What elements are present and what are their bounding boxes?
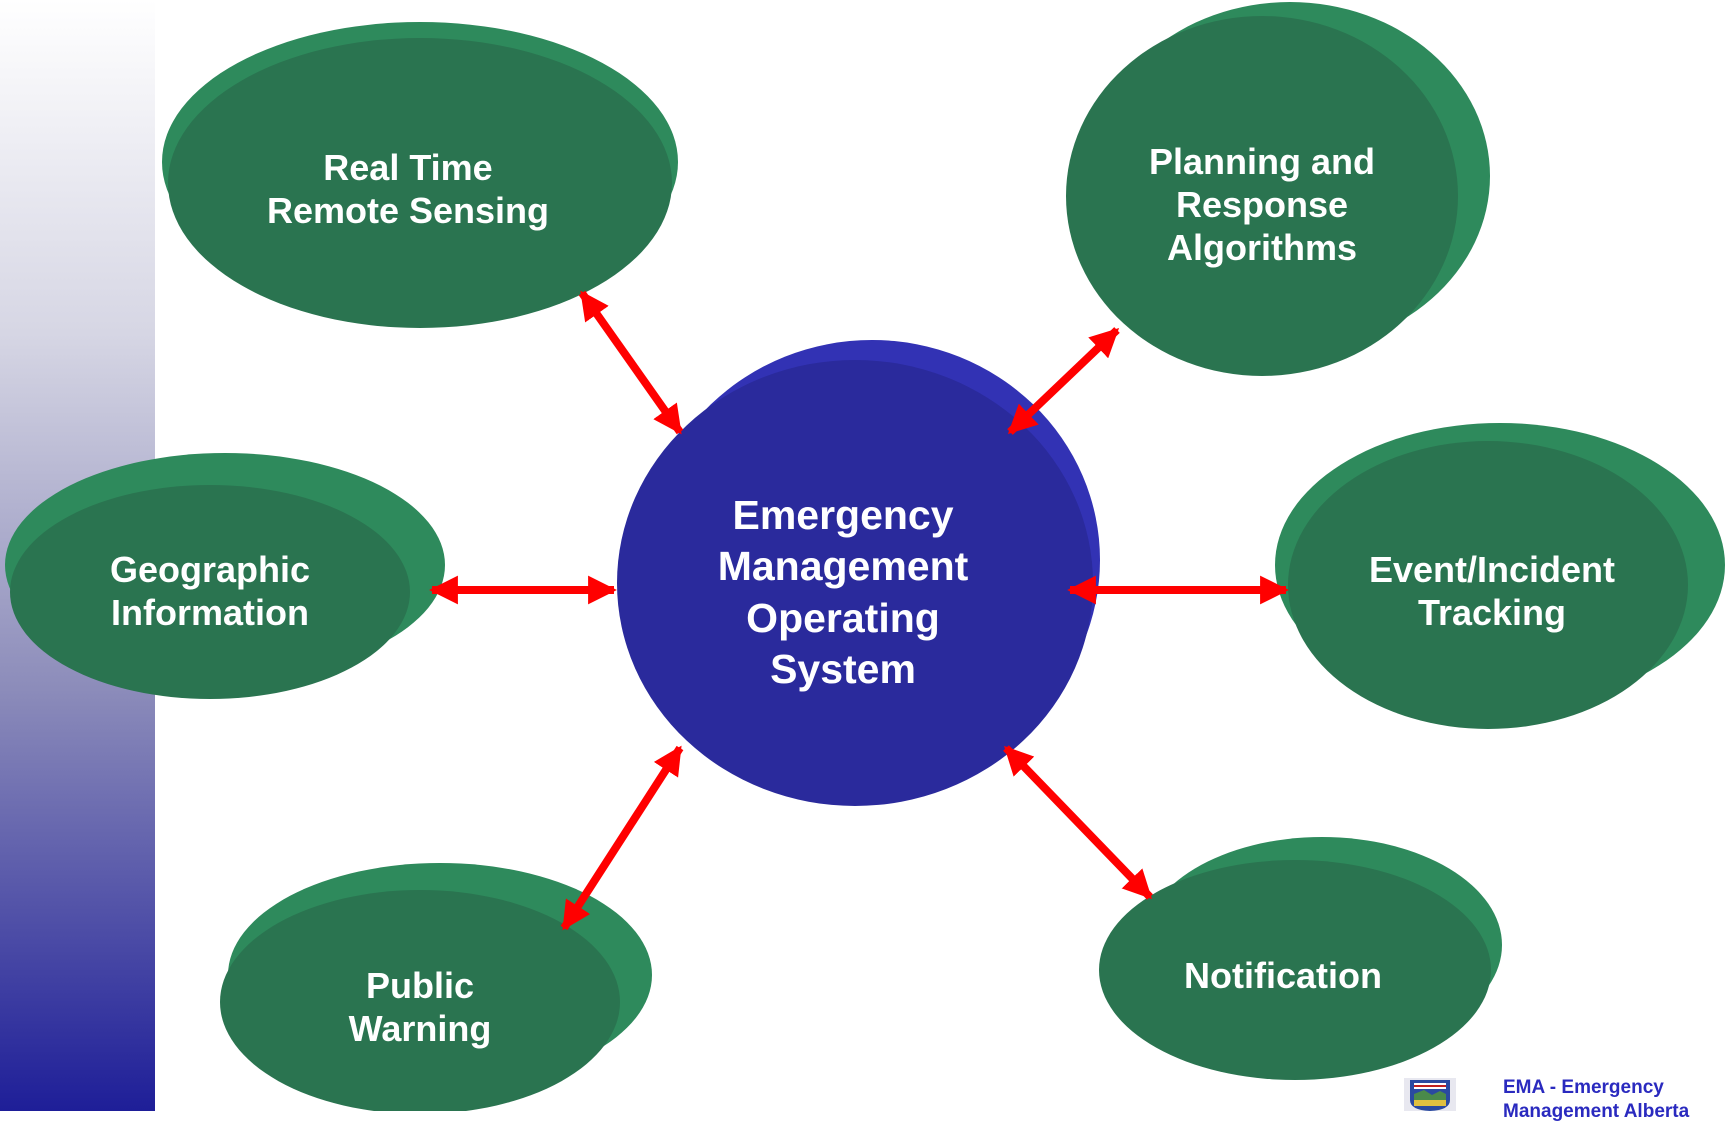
node-notification [1099,837,1502,1080]
label-line: Event/Incident [1368,549,1616,590]
label-line: Public [365,965,475,1006]
node-remote-sensing [162,22,678,328]
node-public-warning [220,863,652,1111]
label-planning: Planning and Response Algorithms [1062,140,1462,270]
label-notification: Notification [1133,954,1433,997]
label-line: Emergency [732,492,954,538]
label-line: Geographic [109,549,311,590]
label-line: Algorithms [1166,227,1357,269]
footer-line: Management Alberta [1503,1100,1690,1122]
node-geographic [5,453,445,699]
label-line: Warning [348,1008,492,1050]
label-center: Emergency Management Operating System [643,490,1043,695]
label-line: Management [717,543,969,590]
label-remote-sensing: Real Time Remote Sensing [208,146,608,232]
label-line: Response [1175,184,1349,226]
node-center-emergency-management [617,340,1100,806]
label-line: Planning and [1148,141,1375,182]
label-line: Information [111,592,309,634]
label-line: Operating [746,594,940,641]
footer-caption: EMA - Emergency Management Alberta [1503,1076,1689,1124]
arrow-notification [1003,745,1153,900]
label-line: System [770,645,916,692]
label-line: Tracking [1417,592,1567,634]
label-line: Notification [1184,955,1382,996]
alberta-crest-icon [1404,1078,1456,1111]
label-public-warning: Public Warning [270,964,570,1050]
label-line: Real Time [323,147,493,188]
node-event-tracking [1275,423,1725,729]
arrow-remote-sensing [578,290,684,435]
footer-line: EMA - Emergency [1503,1077,1664,1098]
label-event-tracking: Event/Incident Tracking [1312,548,1672,634]
label-line: Remote Sensing [266,190,550,232]
arrow-planning [1007,327,1120,435]
label-geographic: Geographic Information [60,548,360,634]
node-planning [1066,2,1490,376]
arrow-public-warning [560,745,684,931]
